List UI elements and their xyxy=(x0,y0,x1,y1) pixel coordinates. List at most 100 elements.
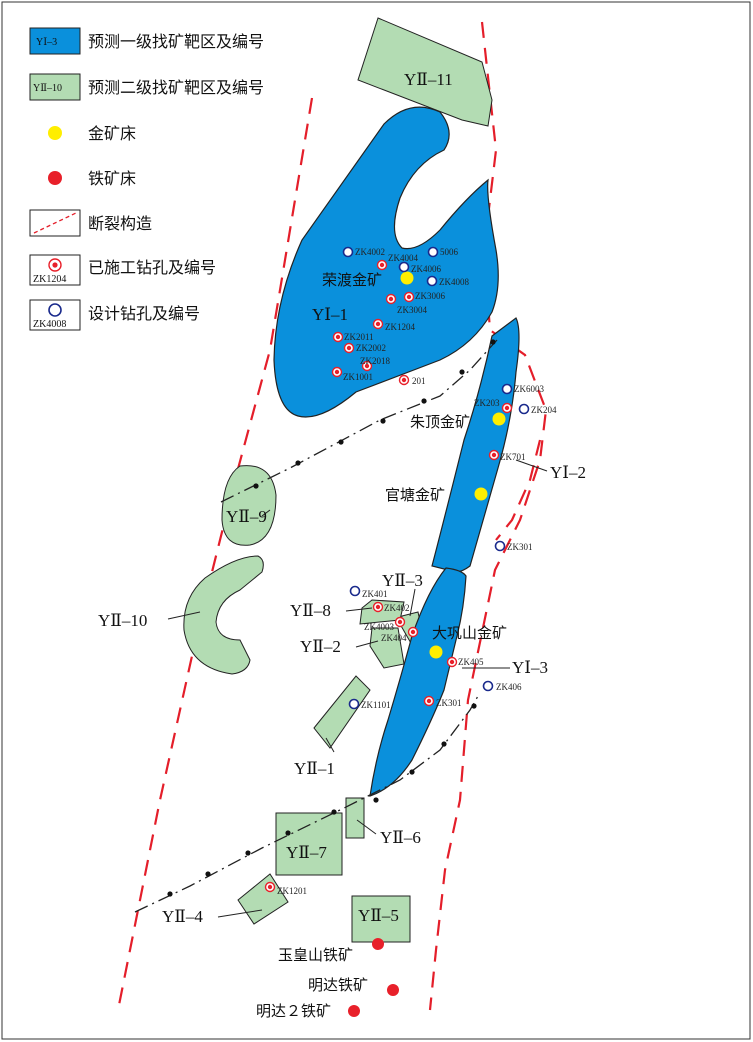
structural-node xyxy=(459,369,465,375)
completed-drill-zk2011 xyxy=(332,331,344,343)
drill-label: ZK2018 xyxy=(360,356,390,366)
drill-label: ZK4008 xyxy=(439,277,469,287)
completed-drill-zk404 xyxy=(407,626,419,638)
designed-drill-zk4006 xyxy=(398,261,410,273)
legend-second-level-swatch xyxy=(29,73,81,101)
leader-y2-3 xyxy=(409,588,416,617)
completed-drill-zk203 xyxy=(501,402,513,414)
zone-label-y2-5: YⅡ–5 xyxy=(358,906,399,925)
drill-label: ZK4004 xyxy=(388,253,418,263)
legend-first-level-swatch xyxy=(29,27,81,55)
structural-node xyxy=(331,809,337,815)
target-y2-1-area xyxy=(313,675,371,749)
leader-y2-10 xyxy=(167,611,201,620)
legend-designed-drill-text: ZK4008 xyxy=(33,319,66,330)
zone-label-y2-8: YⅡ–8 xyxy=(290,601,331,620)
drill-label: ZK401 xyxy=(362,589,388,599)
leader-y2-8 xyxy=(345,607,373,612)
legend-designed-drill-icon xyxy=(48,303,62,317)
drill-label: ZK4003 xyxy=(364,622,394,632)
structural-node xyxy=(380,418,386,424)
drill-label: ZK2011 xyxy=(344,332,374,342)
zone-label-y1-1: YⅠ–1 xyxy=(312,305,348,324)
zone-label-y1-3: YⅠ–3 xyxy=(512,658,548,677)
zone-label-y2-3: YⅡ–3 xyxy=(382,571,423,590)
drill-labels: ZK4002 ZK4004 5006 ZK4006 ZK4008 ZK3006 … xyxy=(277,247,557,896)
structural-node xyxy=(285,830,291,836)
legend-iron-dot xyxy=(48,171,62,185)
completed-drill-zk405 xyxy=(446,656,458,668)
drill-label: ZK4006 xyxy=(411,264,441,274)
legend-fault-label: 断裂构造 xyxy=(88,215,152,233)
structural-node xyxy=(441,741,447,747)
drill-label: ZK404 xyxy=(381,633,407,643)
drill-label: ZK3004 xyxy=(397,305,427,315)
leader-y1-2 xyxy=(515,459,548,472)
legend-second-level-swatch-text: YⅡ–10 xyxy=(33,83,62,94)
designed-drill-zk406 xyxy=(482,680,494,692)
leader-lines xyxy=(167,459,548,918)
gold-deposit-rongdu xyxy=(400,271,414,285)
completed-drill-zk701 xyxy=(488,449,500,461)
designed-drill-zk6003 xyxy=(501,383,513,395)
structural-node xyxy=(253,483,259,489)
mine-label-dagongshan: 大巩山金矿 xyxy=(432,625,507,642)
mine-label-yuhuangshan: 玉皇山铁矿 xyxy=(278,947,353,964)
gold-deposit-dagongshan xyxy=(429,645,443,659)
zone-label-y2-9: YⅡ–9 xyxy=(226,507,267,526)
structural-nodes xyxy=(167,339,496,897)
drill-label: ZK203 xyxy=(474,398,500,408)
target-y2-6-area xyxy=(345,797,365,839)
drill-label: ZK402 xyxy=(384,603,410,613)
designed-drill-zk1101 xyxy=(348,698,360,710)
drill-label: ZK405 xyxy=(458,657,484,667)
drill-label: ZK701 xyxy=(500,452,526,462)
target-y2-5-area xyxy=(351,895,411,943)
target-y2-7-area xyxy=(275,812,343,876)
legend-designed-drill-label: 设计钻孔及编号 xyxy=(88,305,200,323)
zone-label-y2-11: YⅡ–11 xyxy=(404,70,453,89)
completed-drill-zk3004 xyxy=(385,293,397,305)
target-y2-9-area xyxy=(221,465,277,546)
designed-drill-zk204 xyxy=(518,403,530,415)
drill-label: ZK301 xyxy=(507,542,533,552)
drill-label: ZK1204 xyxy=(385,322,415,332)
drill-label: ZK204 xyxy=(531,405,557,415)
drill-label: 5006 xyxy=(440,247,459,257)
designed-drill-zk4008 xyxy=(426,275,438,287)
drill-label: ZK406 xyxy=(496,682,522,692)
mine-label-rongdu: 荣渡金矿 xyxy=(322,272,382,289)
completed-drill-zk3006 xyxy=(403,291,415,303)
zone-label-y2-6: YⅡ–6 xyxy=(380,828,421,847)
gold-deposit-zhuding xyxy=(492,412,506,426)
leader-y2-1 xyxy=(325,737,335,753)
designed-drills xyxy=(342,246,530,710)
target-y2-8-area xyxy=(359,599,405,625)
completed-drill-zk2002 xyxy=(343,342,355,354)
legend-completed-drill-label: 已施工钻孔及编号 xyxy=(88,259,216,277)
zone-label-y2-10: YⅡ–10 xyxy=(98,611,147,630)
completed-drill-zk4004 xyxy=(376,259,388,271)
drill-label: ZK4002 xyxy=(355,247,385,257)
completed-drill-zk402 xyxy=(372,601,384,613)
legend-gold-label: 金矿床 xyxy=(88,125,136,143)
structural-node xyxy=(167,891,173,897)
completed-drill-zk1001 xyxy=(331,366,343,378)
leader-y2-2 xyxy=(355,640,379,648)
iron-deposit-mingda xyxy=(387,984,399,996)
zone-label-y1-2: YⅠ–2 xyxy=(550,463,586,482)
structural-node xyxy=(295,460,301,466)
designed-drill-zk4002 xyxy=(342,246,354,258)
drill-label: ZK1001 xyxy=(343,372,373,382)
mine-label-mingda: 明达铁矿 xyxy=(308,977,368,994)
completed-drill-zk1201 xyxy=(264,881,276,893)
leader-y2-9 xyxy=(261,509,271,517)
structural-node xyxy=(205,871,211,877)
structural-node xyxy=(409,769,415,775)
completed-drill-201 xyxy=(398,374,410,386)
designed-drill-zk401 xyxy=(349,585,361,597)
structural-node xyxy=(490,339,496,345)
legend-second-level-label: 预测二级找矿靶区及编号 xyxy=(88,79,264,97)
completed-drill-zk1204 xyxy=(372,318,384,330)
